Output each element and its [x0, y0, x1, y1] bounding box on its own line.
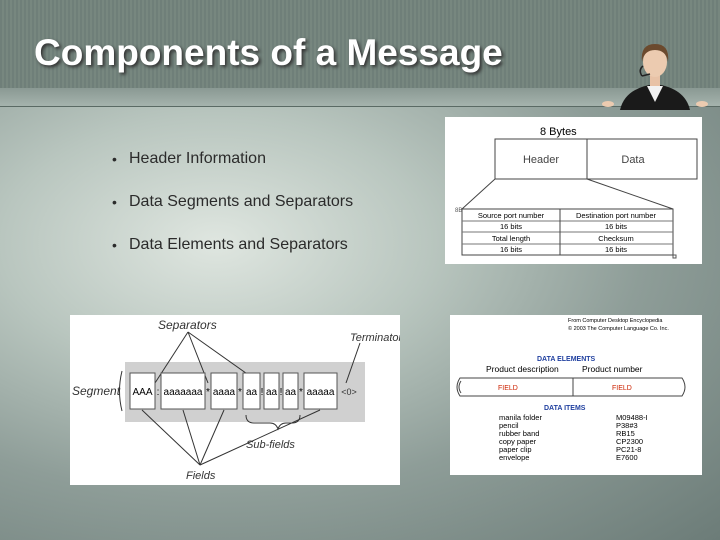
bullet-text: Data Segments and Separators — [129, 193, 354, 210]
credit-line-2: © 2003 The Computer Language Co. Inc. — [568, 325, 669, 332]
item-number: CP2300 — [616, 437, 643, 446]
separator-char: ! — [280, 387, 283, 398]
separator-char: * — [206, 387, 210, 398]
item-number: RB15 — [616, 429, 635, 438]
header-label: Header — [523, 154, 559, 166]
separator-char: * — [238, 387, 242, 398]
field-box — [160, 372, 206, 410]
bullet-item: • Data Segments and Separators — [112, 193, 353, 236]
destination-port-cell: Destination port number — [576, 211, 657, 220]
segment-figure: Segment Separators Terminator AAA : aaaa… — [70, 315, 404, 485]
field-text: aa — [266, 387, 278, 398]
terminator-label: Terminator — [350, 332, 400, 344]
data-elements-diagram: From Computer Desktop Encyclopedia © 200… — [456, 318, 686, 462]
destination-bits-cell: 16 bits — [605, 222, 627, 231]
item-description: copy paper — [499, 437, 537, 446]
field-box — [129, 372, 156, 410]
checksum-cell: Checksum — [598, 234, 633, 243]
data-label: Data — [621, 154, 645, 166]
product-description-label: Product description — [486, 364, 559, 374]
segment-label: Segment — [72, 384, 121, 398]
field-label: FIELD — [498, 385, 518, 392]
bullet-text: Data Elements and Separators — [129, 236, 348, 253]
field-strip — [456, 377, 686, 397]
bullet-text: Header Information — [129, 150, 266, 167]
credit-line-1: From Computer Desktop Encyclopedia — [568, 318, 663, 324]
udp-header-figure: 8 Bytes Header Data 8B Source port numbe… — [445, 117, 702, 264]
item-description: paper clip — [499, 445, 532, 454]
fields-label: Fields — [186, 470, 216, 482]
presenter-avatar-icon — [602, 44, 708, 110]
side-marker: 8B — [455, 208, 462, 214]
source-bits-cell: 16 bits — [500, 222, 522, 231]
terminator-symbol: <0> — [341, 387, 357, 397]
data-elements-title: DATA ELEMENTS — [537, 356, 596, 363]
separators-label: Separators — [158, 318, 217, 332]
field-text: aaaaaaa — [164, 387, 203, 398]
field-text: aaaaa — [307, 387, 335, 398]
subfields-label: Sub-fields — [246, 439, 295, 451]
bytes-label: 8 Bytes — [540, 126, 577, 138]
udp-header-diagram: 8 Bytes Header Data 8B Source port numbe… — [455, 126, 698, 259]
field-box — [282, 372, 299, 410]
title-stripe — [0, 88, 720, 106]
data-elements-figure: From Computer Desktop Encyclopedia © 200… — [450, 315, 702, 475]
bullet-dot: • — [112, 194, 117, 210]
data-box — [586, 138, 698, 180]
field-label: FIELD — [612, 385, 632, 392]
item-number: M09488-I — [616, 413, 648, 422]
separator-char: ! — [261, 387, 264, 398]
field-box — [263, 372, 280, 410]
bullet-dot: • — [112, 237, 117, 253]
length-bits-cell: 16 bits — [500, 245, 522, 254]
item-description: manila folder — [499, 413, 542, 422]
separator-char: : — [157, 387, 160, 398]
item-description: rubber band — [499, 429, 539, 438]
bullet-item: • Data Elements and Separators — [112, 236, 353, 279]
total-length-cell: Total length — [492, 234, 530, 243]
checksum-bits-cell: 16 bits — [605, 245, 627, 254]
product-number-label: Product number — [582, 364, 643, 374]
field-text: aa — [285, 387, 297, 398]
source-port-cell: Source port number — [478, 211, 545, 220]
field-text: aa — [246, 387, 258, 398]
field-text: AAA — [132, 387, 152, 398]
field-box — [210, 372, 238, 410]
title-bar — [0, 0, 720, 107]
data-items-list: manila folder M09488-I pencil P38#3 rubb… — [499, 413, 648, 462]
item-description: pencil — [499, 421, 519, 430]
bullet-item: • Header Information — [112, 150, 353, 193]
item-number: PC21-8 — [616, 445, 641, 454]
data-items-title: DATA ITEMS — [544, 405, 586, 412]
field-box — [242, 372, 261, 410]
bullet-dot: • — [112, 151, 117, 167]
segment-diagram: Segment Separators Terminator AAA : aaaa… — [72, 318, 404, 482]
item-number: E7600 — [616, 453, 638, 462]
slide-title: Components of a Message — [34, 32, 503, 73]
item-description: envelope — [499, 453, 529, 462]
field-text: aaaa — [213, 387, 236, 398]
field-box — [303, 372, 338, 410]
bullet-list: • Header Information • Data Segments and S… — [112, 150, 353, 279]
item-number: P38#3 — [616, 421, 638, 430]
separator-char: * — [299, 387, 303, 398]
